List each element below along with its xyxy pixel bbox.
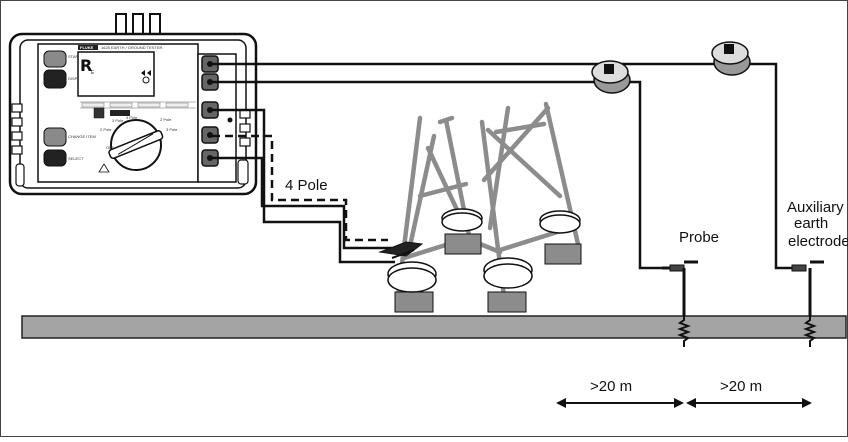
aux-electrode-label-2: earth [794,215,828,232]
select-label: SELECT [68,156,84,161]
cable-reel-aux [711,41,751,76]
select-button[interactable] [43,149,67,167]
lead-es [212,108,395,264]
switch-3pole-left: 3 Pole [112,118,124,123]
tester-terminals [197,53,237,183]
aux-electrode-label-3: electrode [788,233,848,250]
start-test-button[interactable] [43,50,67,68]
switch-3pole-right: 3 Pole [166,127,178,132]
lead-e [212,156,392,250]
rotary-function-switch[interactable] [108,119,164,171]
lead-probe [212,80,662,270]
aux-electrode-stake [791,260,824,347]
distance-label-right: >20 m [720,378,762,395]
change-item-button[interactable] [43,127,67,147]
ground-surface [21,315,847,339]
brand-logo: FLUKE [80,45,94,50]
switch-4pole: 4 Pole [126,115,138,120]
switch-2pole-right: 2 Pole [160,117,172,122]
probe-stake [662,260,698,347]
switch-2pole-left: 2 Pole [100,127,112,132]
test-leads [212,62,796,270]
footing-front-right [487,291,527,313]
tower-clamps [387,208,581,293]
display-menu-button[interactable] [43,69,67,89]
distance-arrow-right [686,398,812,408]
alligator-clip-icon [378,241,424,257]
lead-dashed [212,134,388,242]
lcd-reading: R [80,56,92,75]
warning-icon [98,163,110,173]
tester-side-buttons [43,50,67,167]
lcd-screen [77,51,155,97]
distance-arrow-left [556,398,684,408]
footing-back-right [544,243,582,265]
lcd-subscript: E [91,70,95,76]
change-item-label: CHANGE ITEM [68,134,96,139]
earth-ground-tester: FLUKE 1625 EARTH / GROUND TESTER START T… [8,13,258,196]
mode-legend [80,101,196,119]
footing-front-left [394,291,434,313]
four-pole-label: 4 Pole [285,177,328,194]
probe-label: Probe [679,229,719,246]
aux-electrode-label-1: Auxiliary [787,199,844,216]
cable-reel-probe [591,60,631,94]
footing-back-left [444,233,482,255]
switch-off-label: OFF [106,145,115,150]
distance-label-left: >20 m [590,378,632,395]
lcd-indicator-icons [141,70,151,84]
lead-aux-electrode [212,62,796,270]
model-name: 1625 EARTH / GROUND TESTER [101,45,163,50]
transmission-tower [378,101,582,313]
